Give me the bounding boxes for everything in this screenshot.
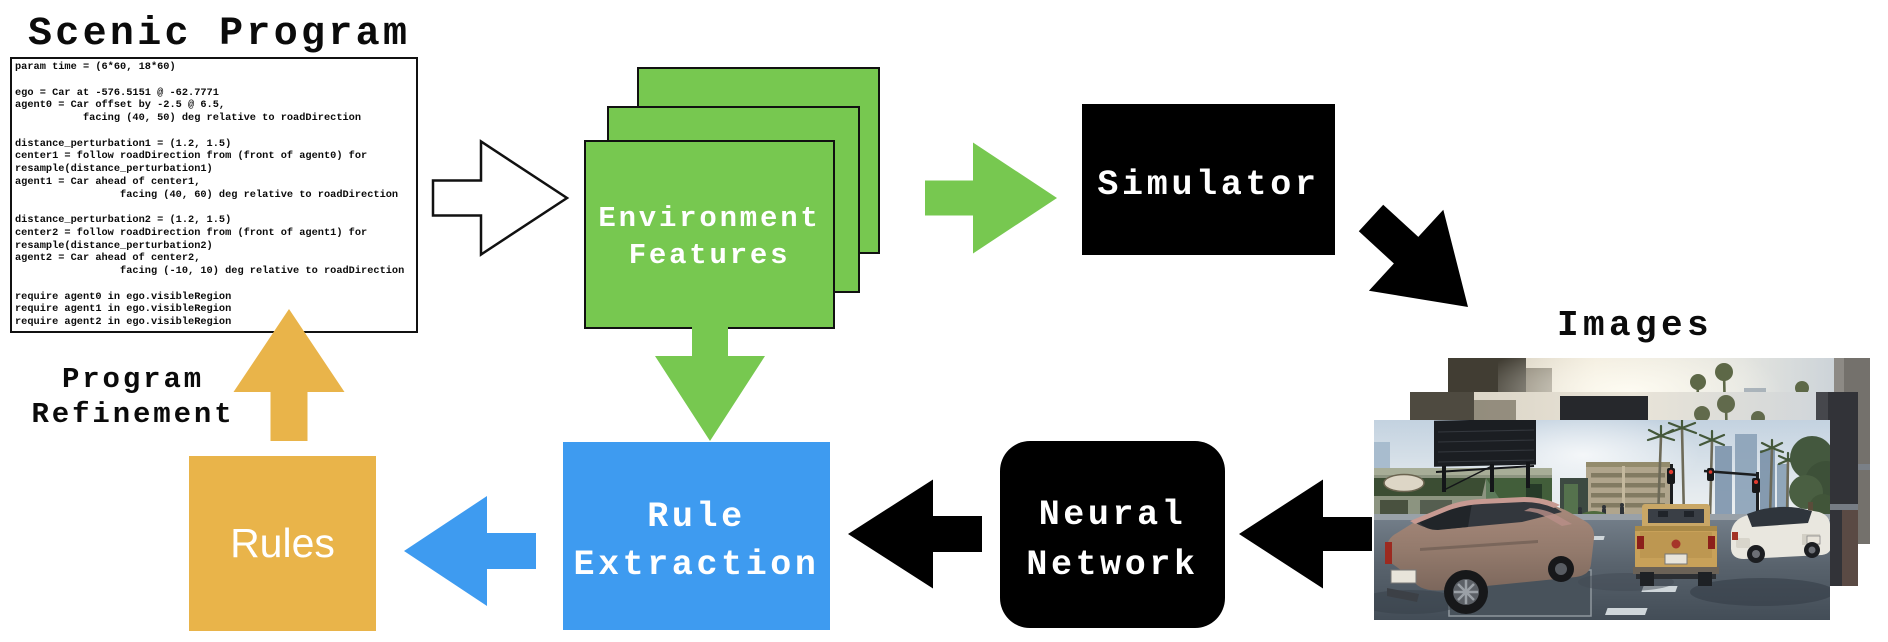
arrow-features-to-simulator-icon [925,142,1057,254]
environment-features-line2: Features [628,239,791,272]
back-photo-palm-heads [1690,363,1809,395]
neural-network-line2: Network [1026,544,1199,585]
front-photo-pickup-truck [1633,504,1719,586]
scenic-program-title: Scenic Program [28,12,411,57]
environment-features-card-front: Environment Features [584,140,835,329]
front-photo-sidewalk [1374,514,1830,522]
front-photo-white-sedan [1731,506,1830,563]
front-photo-billboard [1434,420,1536,492]
front-photo-traffic-lights [1667,464,1760,518]
neural-network-node: Neural Network [1000,441,1225,628]
environment-features-line1: Environment [598,202,821,235]
rule-extraction-node: Rule Extraction [563,442,830,630]
arrow-network-to-rule-extraction-icon [848,479,982,589]
simulator-node: Simulator [1082,104,1335,255]
arrow-simulator-to-images-icon [1358,204,1468,307]
simulator-label: Simulator [1097,165,1320,205]
arrow-images-to-network-icon [1239,479,1372,589]
front-photo-palm-trees [1646,420,1799,519]
program-refinement-label: Program Refinement [29,362,237,432]
arrow-program-to-features-icon [431,139,570,257]
program-refinement-line2: Refinement [31,398,235,431]
images-title: Images [1556,305,1714,346]
arrow-features-to-rule-extraction-icon [655,320,765,441]
program-refinement-line1: Program [61,363,205,396]
palm-fronds [1646,420,1799,466]
neural-network-line1: Neural [1038,494,1187,535]
scenic-code-box: param time = (6*60, 18*60) ego = Car at … [10,57,418,333]
rule-extraction-line1: Rule [647,496,746,537]
front-photo-beige-building [1586,462,1670,514]
environment-features-label: Environment Features [586,142,833,327]
rules-label: Rules [230,520,335,566]
arrow-rule-extraction-to-rules-icon [404,496,536,606]
front-photo-bronze-hatchback [1385,497,1595,614]
scenic-code-text: param time = (6*60, 18*60) ego = Car at … [15,61,405,328]
simulated-image-front [1374,420,1830,620]
rules-node: Rules [189,456,376,631]
rule-extraction-line2: Extraction [573,544,820,585]
